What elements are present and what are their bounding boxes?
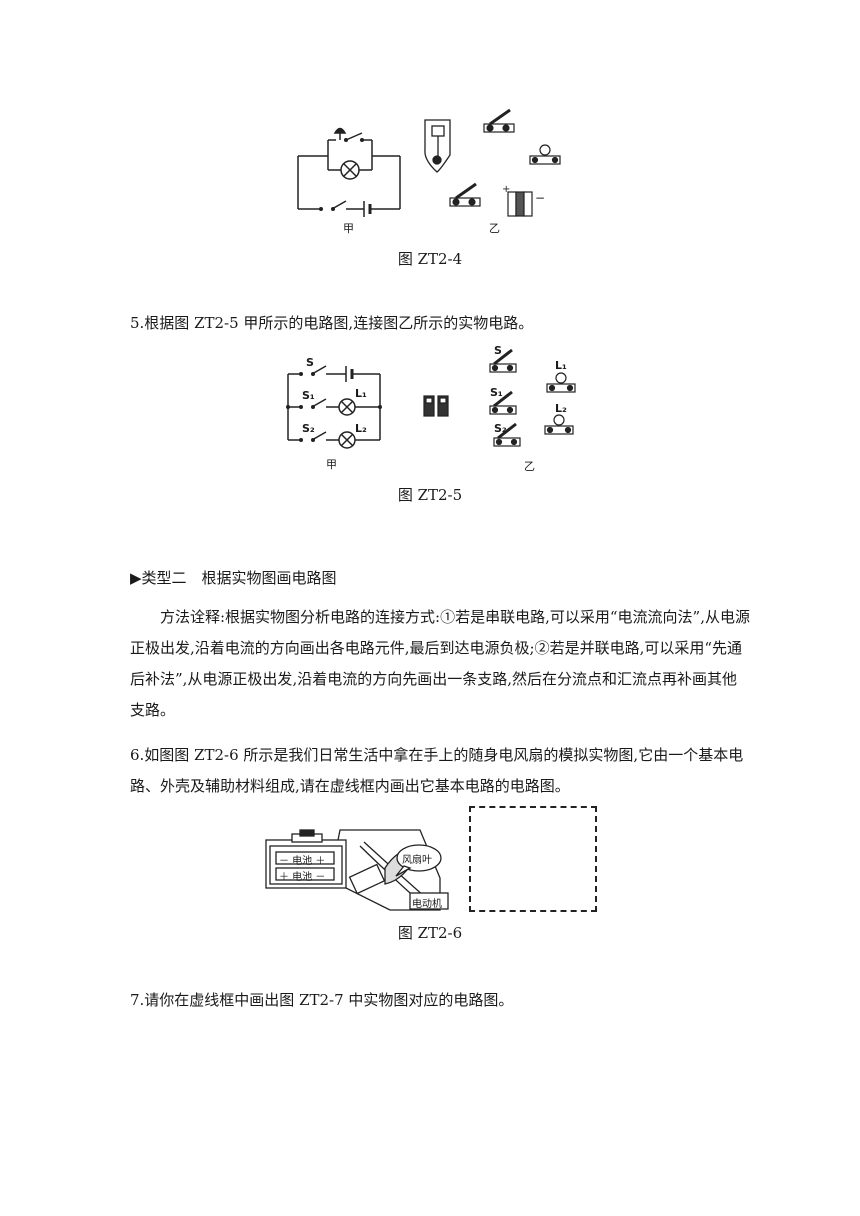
- label-s: S: [306, 356, 314, 369]
- bell-object: [424, 119, 451, 173]
- fan-blade-label: 风扇叶: [402, 855, 432, 866]
- label-l2: L₂: [355, 422, 367, 435]
- label-s1: S₁: [302, 389, 315, 402]
- question-5-text: 5.根据图 ZT2-5 甲所示的电路图,连接图乙所示的实物电路。: [130, 314, 534, 332]
- question-6-text: 6.如图图 ZT2-6 所示是我们日常生活中拿在手上的随身电风扇的模拟实物图,它…: [130, 746, 744, 795]
- label-s-object: S: [494, 344, 502, 357]
- lamp-object-l2: [544, 414, 574, 435]
- figure-zt2-4-diagram: + −: [297, 108, 561, 217]
- answer-dashed-box[interactable]: [469, 806, 597, 912]
- figure-label-jia: 甲: [343, 222, 354, 235]
- battery-object: + −: [502, 184, 545, 217]
- lamp-object: [529, 144, 561, 165]
- battery-label-1: － 电池 ＋: [279, 856, 326, 867]
- switch-object-2: [449, 182, 481, 207]
- switch-object-s2: [493, 422, 521, 447]
- figure-zt2-6-fan-diagram: [265, 829, 449, 911]
- figure-caption: 图 ZT2-4: [397, 250, 463, 268]
- section-title: ▶类型二 根据实物图画电路图: [130, 569, 337, 587]
- svg-text:−: −: [535, 191, 545, 205]
- switch-object-s: [489, 348, 517, 373]
- switch-object-s1: [489, 390, 517, 415]
- figure-caption: 图 ZT2-6: [397, 924, 463, 942]
- lamp-symbol: [338, 398, 356, 449]
- question-7-text: 7.请你在虚线框中画出图 ZT2-7 中实物图对应的电路图。: [130, 991, 514, 1009]
- label-s1-object: S₁: [490, 386, 503, 399]
- figure-zt2-5-diagram: [286, 348, 576, 449]
- label-s2-object: S₂: [494, 422, 507, 435]
- figure-label-yi: 乙: [524, 460, 535, 473]
- motor-label: 电动机: [412, 899, 442, 910]
- battery-label-2: ＋ 电池 －: [279, 872, 326, 883]
- label-s2: S₂: [302, 422, 315, 435]
- figure-label-jia: 甲: [326, 458, 337, 471]
- circuit-diagram-jia: [297, 127, 401, 217]
- label-l1: L₁: [355, 387, 367, 400]
- lamp-symbol: [340, 160, 360, 180]
- figure-label-yi: 乙: [489, 222, 500, 235]
- svg-text:+: +: [502, 184, 510, 195]
- battery-object: [423, 395, 449, 417]
- label-l1-object: L₁: [555, 359, 567, 372]
- figure-caption: 图 ZT2-5: [397, 486, 463, 504]
- label-l2-object: L₂: [555, 402, 567, 415]
- method-explanation: 方法诠释:根据实物图分析电路的连接方式:①若是串联电路,可以采用“电流流向法”,…: [130, 608, 750, 719]
- lamp-object-l1: [546, 372, 576, 393]
- switch-object-1: [483, 108, 515, 133]
